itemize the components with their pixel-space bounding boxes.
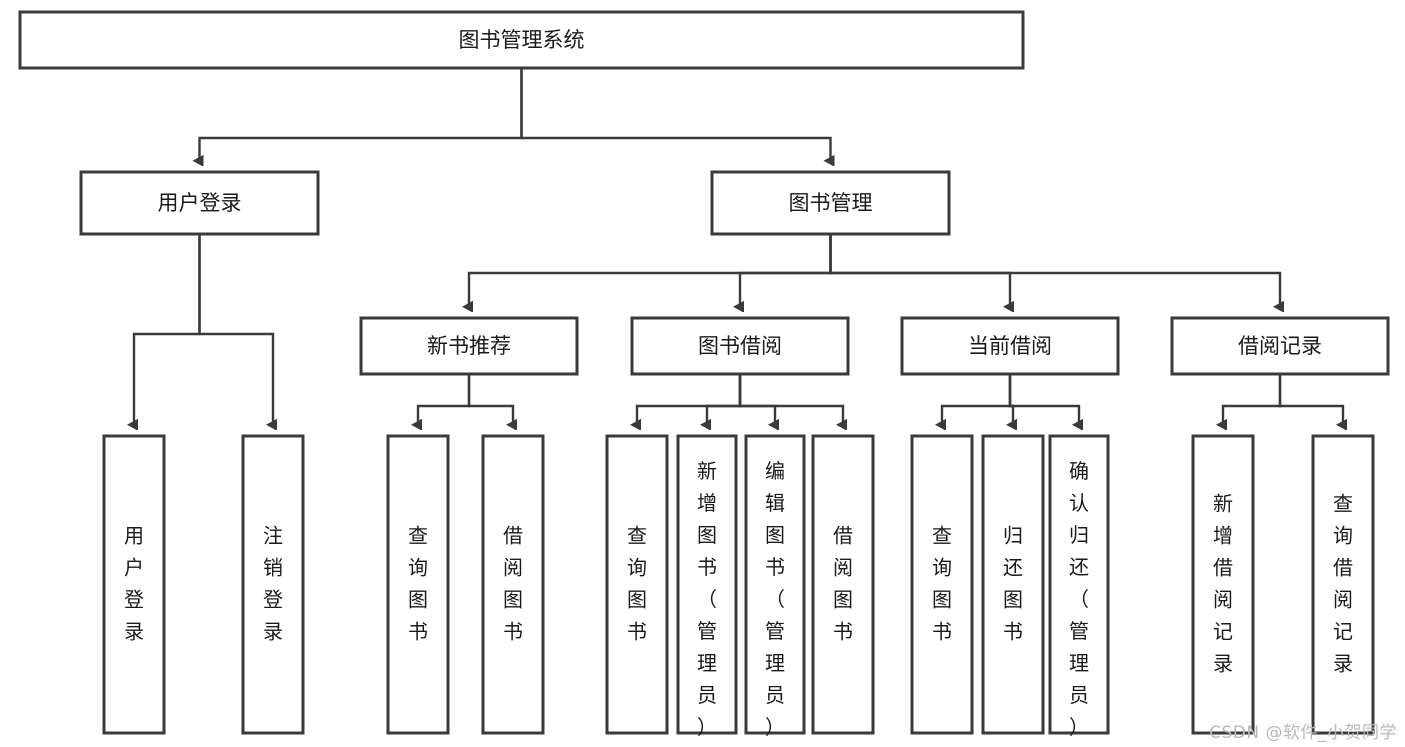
node-box-bookmgmt[interactable]	[710, 170, 951, 236]
connector-login-to-leaf-login-2	[198, 234, 274, 425]
connector-bookmgmt-to-records	[829, 234, 1281, 307]
connector-root-to-login	[200, 68, 523, 161]
node-layer: 图书管理系统用户登录图书管理新书推荐图书借阅当前借阅借阅记录用户登录注销登录查询…	[18, 10, 1390, 739]
node-box-current[interactable]	[900, 316, 1120, 376]
connector-borrow-to-leaf-borrow-4	[738, 374, 843, 425]
node-root[interactable]: 图书管理系统	[18, 10, 1025, 70]
node-newbook[interactable]: 新书推荐	[359, 316, 579, 376]
node-box-root[interactable]	[18, 10, 1025, 70]
connector-current-to-leaf-current-3	[1008, 374, 1079, 425]
node-leaf-login-1[interactable]: 用户登录	[102, 434, 166, 735]
node-leaf-current-1[interactable]: 查询图书	[910, 434, 974, 735]
node-leaf-new-1[interactable]: 查询图书	[386, 434, 450, 735]
node-label-leaf-current-2: 归还图书	[1003, 523, 1023, 643]
connector-bookmgmt-to-borrow	[740, 234, 832, 307]
connector-login-to-leaf-login-1	[134, 234, 201, 425]
node-label-current: 当前借阅	[968, 334, 1052, 358]
node-box-leaf-current-2[interactable]	[981, 434, 1045, 735]
connector-borrow-to-leaf-borrow-2	[707, 374, 742, 425]
connector-borrow-to-leaf-borrow-1	[637, 374, 742, 425]
node-box-leaf-rec-2[interactable]	[1311, 434, 1375, 735]
connector-root-to-bookmgmt	[520, 68, 831, 161]
node-label-leaf-login-2: 注销登录	[263, 523, 283, 643]
node-records[interactable]: 借阅记录	[1170, 316, 1390, 376]
node-bookmgmt[interactable]: 图书管理	[710, 170, 951, 236]
connector-records-to-leaf-rec-2	[1278, 374, 1343, 425]
node-box-leaf-current-1[interactable]	[910, 434, 974, 735]
node-box-leaf-borrow-1[interactable]	[605, 434, 669, 735]
node-label-bookmgmt: 图书管理	[789, 191, 873, 215]
node-leaf-borrow-2[interactable]: 新增图书（管理员）	[676, 434, 738, 739]
node-leaf-current-2[interactable]: 归还图书	[981, 434, 1045, 735]
node-label-leaf-rec-2: 查询借阅记录	[1333, 491, 1353, 675]
connector-newbook-to-leaf-new-2	[467, 374, 513, 425]
node-label-leaf-new-1: 查询图书	[408, 523, 428, 643]
node-box-leaf-login-2[interactable]	[241, 434, 305, 735]
node-login[interactable]: 用户登录	[79, 170, 320, 236]
node-current[interactable]: 当前借阅	[900, 316, 1120, 376]
node-box-leaf-borrow-2[interactable]	[676, 434, 738, 735]
node-borrow[interactable]: 图书借阅	[630, 316, 850, 376]
node-box-leaf-new-1[interactable]	[386, 434, 450, 735]
node-box-leaf-current-3[interactable]	[1048, 434, 1110, 735]
node-label-records: 借阅记录	[1238, 334, 1322, 358]
node-label-leaf-login-1: 用户登录	[124, 523, 144, 643]
node-box-newbook[interactable]	[359, 316, 579, 376]
node-leaf-login-2[interactable]: 注销登录	[241, 434, 305, 735]
node-label-leaf-rec-1: 新增借阅记录	[1213, 491, 1233, 675]
node-leaf-borrow-1[interactable]: 查询图书	[605, 434, 669, 735]
node-label-leaf-borrow-3: 编辑图书（管理员）	[765, 459, 785, 739]
node-label-root: 图书管理系统	[459, 28, 585, 52]
node-label-login: 用户登录	[158, 191, 242, 215]
node-leaf-new-2[interactable]: 借阅图书	[481, 434, 545, 735]
node-box-leaf-rec-1[interactable]	[1191, 434, 1255, 735]
node-box-leaf-new-2[interactable]	[481, 434, 545, 735]
node-leaf-borrow-3[interactable]: 编辑图书（管理员）	[744, 434, 806, 739]
node-box-leaf-login-1[interactable]	[102, 434, 166, 735]
node-label-leaf-current-3: 确认归还（管理员）	[1069, 459, 1089, 739]
connector-bookmgmt-to-current	[829, 234, 1011, 307]
node-label-leaf-new-2: 借阅图书	[503, 523, 523, 643]
node-label-leaf-borrow-2: 新增图书（管理员）	[697, 459, 717, 739]
node-leaf-current-3[interactable]: 确认归还（管理员）	[1048, 434, 1110, 739]
connector-records-to-leaf-rec-1	[1223, 374, 1282, 425]
node-box-login[interactable]	[79, 170, 320, 236]
connector-borrow-to-leaf-borrow-3	[738, 374, 775, 425]
node-label-leaf-borrow-4: 借阅图书	[833, 523, 853, 643]
node-label-leaf-current-1: 查询图书	[932, 523, 952, 643]
node-label-leaf-borrow-1: 查询图书	[627, 523, 647, 643]
node-box-records[interactable]	[1170, 316, 1390, 376]
connector-current-to-leaf-current-1	[942, 374, 1012, 425]
connector-newbook-to-leaf-new-1	[418, 374, 471, 425]
node-leaf-rec-2[interactable]: 查询借阅记录	[1311, 434, 1375, 735]
node-box-leaf-borrow-3[interactable]	[744, 434, 806, 735]
node-leaf-rec-1[interactable]: 新增借阅记录	[1191, 434, 1255, 735]
edge-layer	[134, 68, 1343, 425]
node-label-newbook: 新书推荐	[427, 334, 511, 358]
connector-bookmgmt-to-newbook	[469, 234, 832, 307]
node-box-borrow[interactable]	[630, 316, 850, 376]
node-leaf-borrow-4[interactable]: 借阅图书	[811, 434, 875, 735]
node-label-borrow: 图书借阅	[698, 334, 782, 358]
node-box-leaf-borrow-4[interactable]	[811, 434, 875, 735]
